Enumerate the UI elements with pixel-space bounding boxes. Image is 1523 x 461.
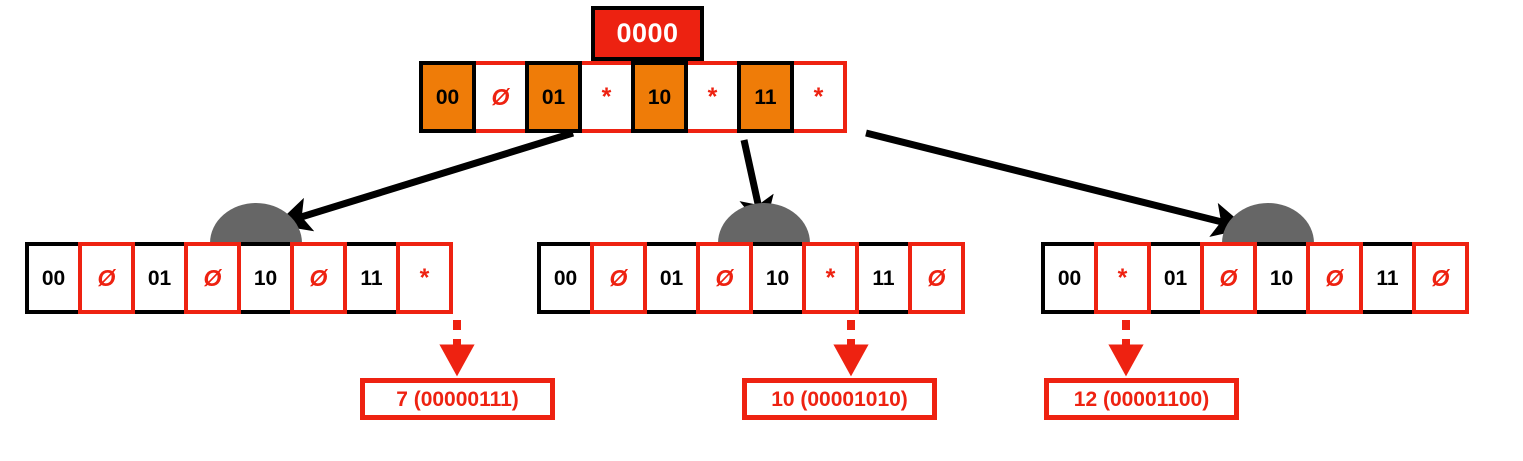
- child-right-cell-value-2-label: Ø: [1325, 264, 1344, 291]
- child-right-cell-value-2[interactable]: Ø: [1306, 242, 1363, 314]
- root-cell-value-0-label: Ø: [491, 83, 510, 110]
- child-left-cell-key-0[interactable]: 00: [25, 242, 82, 314]
- child-middle-cell-key-0[interactable]: 00: [537, 242, 594, 314]
- root-cell-key-1-label: 01: [541, 85, 566, 109]
- root-cell-value-2-label: *: [707, 82, 718, 111]
- child-middle-cell-key-2[interactable]: 10: [749, 242, 806, 314]
- child-middle-cell-value-3[interactable]: Ø: [908, 242, 965, 314]
- child-left-cell-key-3-label: 11: [360, 266, 383, 290]
- root-key-header-label: 0000: [616, 18, 679, 48]
- child-left-cell-key-0-label: 00: [41, 266, 66, 290]
- edge-root-to-middle-child: [739, 139, 774, 232]
- child-left-cell-value-0[interactable]: Ø: [78, 242, 135, 314]
- root-cell-value-1-label: *: [601, 82, 612, 111]
- root-cell-key-3[interactable]: 11: [737, 61, 794, 133]
- child-left-cell-value-3[interactable]: *: [396, 242, 453, 314]
- child-right-cell-value-3[interactable]: Ø: [1412, 242, 1469, 314]
- child-middle-cell-value-0[interactable]: Ø: [590, 242, 647, 314]
- child-left-cell-value-1-label: Ø: [203, 264, 222, 291]
- child-middle-cell-value-3-label: Ø: [927, 264, 946, 291]
- child-right-cell-value-0-label: *: [1117, 263, 1128, 292]
- value-box-left-label: 7 (00000111): [396, 387, 519, 411]
- edge-root-to-right-child: [865, 129, 1248, 237]
- child-right-cell-value-3-label: Ø: [1431, 264, 1450, 291]
- root-cell-value-0[interactable]: Ø: [472, 61, 529, 133]
- root-cell-key-1[interactable]: 01: [525, 61, 582, 133]
- child-middle-cell-key-2-label: 10: [765, 266, 790, 290]
- root-cell-value-1[interactable]: *: [578, 61, 635, 133]
- bump-left: [210, 203, 302, 243]
- child-middle-cell-key-1-label: 01: [659, 266, 684, 290]
- bump-middle: [718, 203, 810, 243]
- child-right-cell-key-1[interactable]: 01: [1147, 242, 1204, 314]
- child-node-right: 00 * 01 Ø 10 Ø 11 Ø: [1041, 242, 1469, 314]
- value-box-left: 7 (00000111): [360, 378, 555, 420]
- child-left-cell-key-1[interactable]: 01: [131, 242, 188, 314]
- child-middle-cell-value-0-label: Ø: [609, 264, 628, 291]
- child-left-cell-value-3-label: *: [419, 263, 430, 292]
- value-box-middle: 10 (00001010): [742, 378, 937, 420]
- root-cell-key-3-label: 11: [754, 85, 777, 109]
- child-right-cell-key-0-label: 00: [1057, 266, 1082, 290]
- child-middle-cell-key-1[interactable]: 01: [643, 242, 700, 314]
- root-cell-value-3[interactable]: *: [790, 61, 847, 133]
- child-left-cell-key-1-label: 01: [147, 266, 172, 290]
- child-node-left: 00 Ø 01 Ø 10 Ø 11 *: [25, 242, 453, 314]
- child-node-middle: 00 Ø 01 Ø 10 * 11 Ø: [537, 242, 965, 314]
- child-right-cell-value-1-label: Ø: [1219, 264, 1238, 291]
- child-middle-cell-key-3-label: 11: [872, 266, 895, 290]
- child-left-cell-value-1[interactable]: Ø: [184, 242, 241, 314]
- root-cell-key-0[interactable]: 00: [419, 61, 476, 133]
- child-left-cell-key-2[interactable]: 10: [237, 242, 294, 314]
- child-right-cell-key-2-label: 10: [1269, 266, 1294, 290]
- child-right-cell-key-1-label: 01: [1163, 266, 1188, 290]
- root-key-header: 0000: [591, 6, 704, 61]
- child-left-cell-value-2-label: Ø: [309, 264, 328, 291]
- child-middle-cell-key-3[interactable]: 11: [855, 242, 912, 314]
- child-left-cell-key-2-label: 10: [253, 266, 278, 290]
- child-left-cell-value-0-label: Ø: [97, 264, 116, 291]
- value-box-right: 12 (00001100): [1044, 378, 1239, 420]
- root-cell-value-2[interactable]: *: [684, 61, 741, 133]
- child-middle-cell-key-0-label: 00: [553, 266, 578, 290]
- child-middle-cell-value-1-label: Ø: [715, 264, 734, 291]
- child-right-cell-key-2[interactable]: 10: [1253, 242, 1310, 314]
- child-right-cell-value-1[interactable]: Ø: [1200, 242, 1257, 314]
- value-box-right-label: 12 (00001100): [1073, 387, 1210, 411]
- child-right-cell-value-0[interactable]: *: [1094, 242, 1151, 314]
- child-left-cell-key-3[interactable]: 11: [343, 242, 400, 314]
- child-left-cell-value-2[interactable]: Ø: [290, 242, 347, 314]
- child-right-cell-key-3-label: 11: [1376, 266, 1399, 290]
- root-cell-key-2-label: 10: [647, 85, 672, 109]
- child-middle-cell-value-1[interactable]: Ø: [696, 242, 753, 314]
- child-right-cell-key-0[interactable]: 00: [1041, 242, 1098, 314]
- edge-root-to-left-child: [275, 129, 575, 232]
- value-box-middle-label: 10 (00001010): [771, 387, 908, 411]
- bump-right: [1222, 203, 1314, 243]
- child-right-cell-key-3[interactable]: 11: [1359, 242, 1416, 314]
- child-middle-cell-value-2[interactable]: *: [802, 242, 859, 314]
- root-cell-value-3-label: *: [813, 82, 824, 111]
- child-middle-cell-value-2-label: *: [825, 263, 836, 292]
- root-cell-key-2[interactable]: 10: [631, 61, 688, 133]
- root-cell-key-0-label: 00: [435, 85, 460, 109]
- root-node: 00 Ø 01 * 10 * 11 *: [419, 61, 847, 133]
